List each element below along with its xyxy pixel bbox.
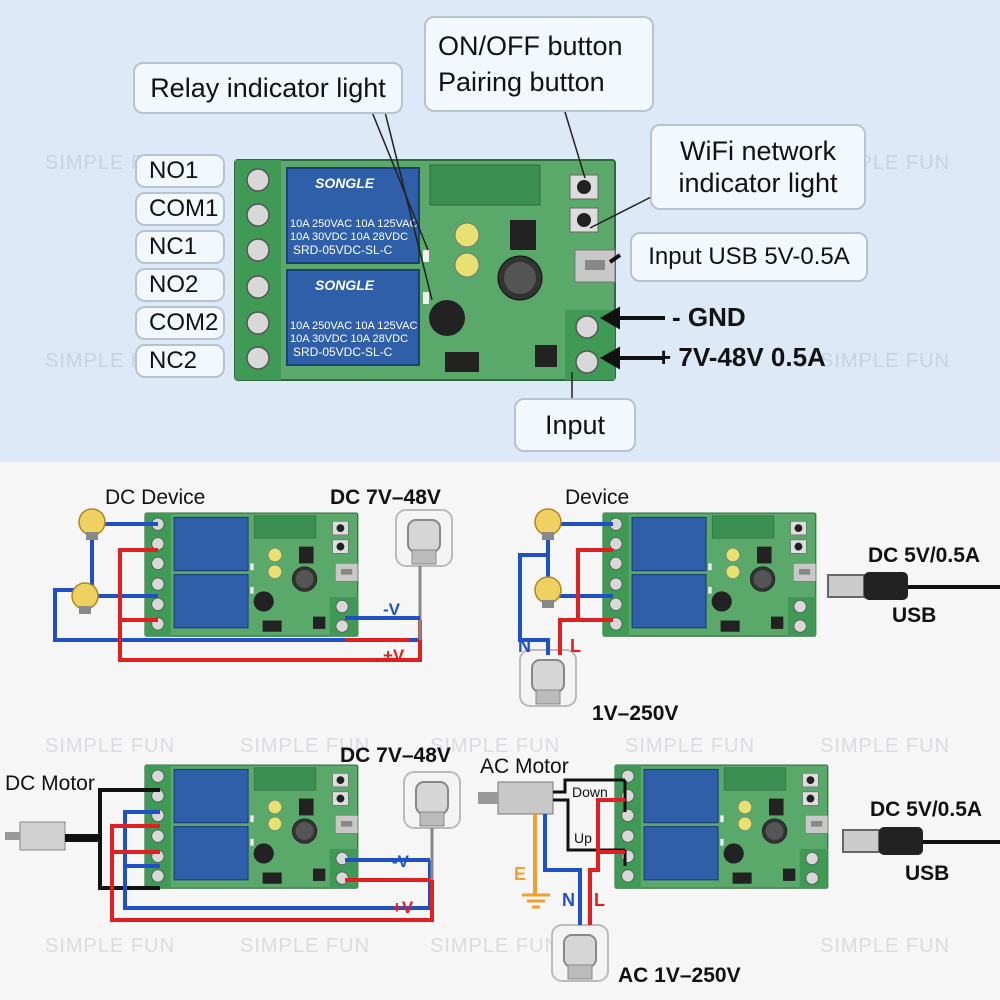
watermark: SIMPLE FUN — [820, 350, 951, 372]
n-label: N — [562, 890, 575, 910]
dc-supply-label: DC 7V–48V — [330, 486, 441, 509]
pos-v-label: +V — [392, 898, 414, 917]
dc-device-label: DC Device — [105, 486, 206, 509]
relay-brand: SONGLE — [315, 277, 375, 293]
device-label: Device — [565, 486, 630, 509]
dc-motor-label: DC Motor — [5, 772, 95, 795]
dc-supply-label: DC 7V–48V — [340, 744, 451, 767]
ac-supply-label: 1V–250V — [592, 702, 679, 725]
vin-label: + 7V-48V 0.5A — [656, 342, 826, 372]
pos-v-label: +V — [383, 646, 405, 665]
down-label: Down — [572, 784, 608, 800]
n-label: N — [518, 636, 531, 656]
usb-supply-label: DC 5V/0.5A — [868, 544, 981, 567]
watermark: SIMPLE FUN — [240, 935, 371, 957]
terminal-label-nc2: NC2 — [135, 344, 225, 378]
relay-rating-2: 10A 30VDC 10A 28VDC — [290, 231, 408, 243]
relay-rating-1: 10A 250VAC 10A 125VAC — [290, 218, 417, 230]
usb-supply-label: DC 5V/0.5A — [870, 798, 983, 821]
gnd-label: - GND — [672, 302, 746, 332]
up-label: Up — [574, 830, 592, 846]
terminal-label-no1: NO1 — [135, 154, 225, 188]
neg-v-label: -V — [383, 600, 400, 619]
relay-indicator-callout: Relay indicator light — [133, 62, 403, 114]
watermark: SIMPLE FUN — [240, 735, 371, 757]
relay-rating-2: 10A 30VDC 10A 28VDC — [290, 333, 408, 345]
usb-input-callout: Input USB 5V-0.5A — [630, 232, 868, 282]
terminal-label-no2: NO2 — [135, 268, 225, 302]
watermark: SIMPLE FUN — [45, 935, 176, 957]
watermark: SIMPLE FUN — [820, 735, 951, 757]
relay-brand: SONGLE — [315, 175, 375, 191]
ac-supply-label: AC 1V–250V — [618, 964, 741, 987]
earth-label: E — [514, 864, 527, 884]
usb-label: USB — [892, 604, 937, 627]
watermark: SIMPLE FUN — [430, 735, 561, 757]
terminal-label-com2: COM2 — [135, 306, 225, 340]
neg-v-label: -V — [392, 852, 409, 871]
terminal-label-com1: COM1 — [135, 192, 225, 226]
input-callout: Input — [514, 398, 636, 452]
usb-label: USB — [905, 862, 950, 885]
relay-model: SRD-05VDC-SL-C — [293, 243, 393, 257]
ac-motor-label: AC Motor — [480, 755, 569, 778]
watermark: SIMPLE FUN — [625, 735, 756, 757]
l-label: L — [570, 636, 581, 656]
watermark: SIMPLE FUN — [45, 735, 176, 757]
l-label: L — [594, 890, 605, 910]
relay-model: SRD-05VDC-SL-C — [293, 345, 393, 359]
watermark: SIMPLE FUN — [820, 935, 951, 957]
watermark: SIMPLE FUN — [430, 935, 561, 957]
relay-rating-1: 10A 250VAC 10A 125VAC — [290, 320, 417, 332]
terminal-label-nc1: NC1 — [135, 230, 225, 264]
